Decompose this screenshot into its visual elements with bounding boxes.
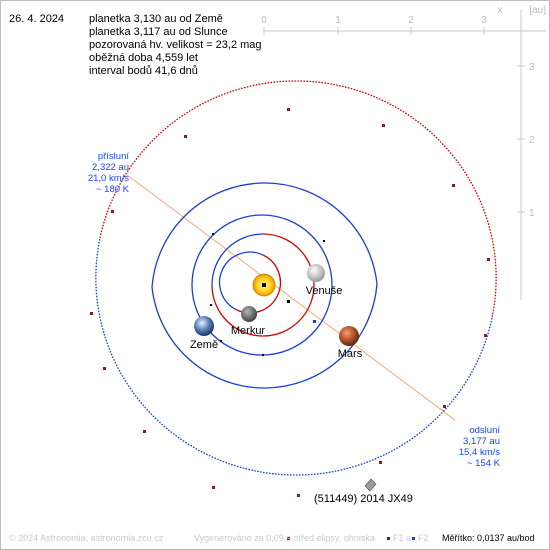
mars-orbit-blue-arc	[151, 283, 378, 389]
info-line-distance-sun: planetka 3,117 au od Slunce	[89, 26, 228, 38]
asteroid-icon	[364, 478, 377, 492]
asteroid-orbit-red-arc	[99, 80, 497, 319]
asteroid-label: (511449) 2014 JX49	[314, 493, 413, 505]
mercury-icon	[241, 306, 257, 322]
legend-f1-text: F1 a	[393, 533, 412, 543]
venus-orbit-red-arc	[211, 233, 315, 337]
x-tick-label: 1	[335, 15, 341, 26]
asteroid-position-markers	[90, 108, 490, 497]
legend-f2-marker	[412, 537, 415, 540]
earth-label: Země	[190, 339, 218, 351]
y-tick-label: 3	[529, 62, 535, 73]
info-line-magnitude: pozorovaná hv. velikost = 23,2 mag	[89, 39, 262, 51]
y-tick-label: 2	[529, 135, 535, 146]
venus-icon	[307, 264, 325, 282]
inner-orbit-markers	[210, 233, 325, 356]
venus-orbit-blue-arc	[211, 233, 265, 287]
x-axis: 0 1 2 3 x [au]	[261, 5, 546, 35]
perihelion-speed: 21,0 km/s	[87, 173, 129, 184]
perihelion-distance: 2,322 au	[92, 162, 129, 173]
perihelion-temperature: ~ 180 K	[95, 184, 129, 195]
x-axis-label: x	[498, 5, 503, 16]
mars-icon	[339, 326, 359, 346]
x-tick-label: 2	[408, 15, 414, 26]
generated-time-text: Vygenerováno za 0,09 s	[194, 533, 291, 543]
legend-f2-text: F2	[418, 533, 429, 543]
y-tick-label: 1	[529, 208, 535, 219]
perihelion-title: přísluní	[97, 151, 129, 162]
mercury-label: Merkur	[231, 325, 266, 337]
info-line-period: oběžná doba 4,559 let	[89, 52, 198, 64]
apsidal-line	[126, 174, 456, 421]
aphelion-label: odsluní 3,177 au 15,4 km/s ~ 154 K	[459, 425, 500, 469]
aphelion-speed: 15,4 km/s	[458, 447, 500, 458]
legend-f1-marker	[387, 537, 390, 540]
ellipse-center-marker	[313, 320, 316, 323]
legend-center-marker	[287, 537, 290, 540]
info-line-distance-earth: planetka 3,130 au od Země	[89, 13, 223, 25]
venus-label: Venuše	[306, 285, 343, 297]
x-tick-label: 0	[261, 15, 267, 26]
sun-icon	[252, 273, 276, 297]
info-line-interval: interval bodů 41,6 dnů	[89, 65, 198, 77]
copyright-text: © 2024 Astronomia, astronomia.zcu.cz	[9, 533, 164, 543]
scale-text: Měřítko: 0,0137 au/bod	[442, 533, 535, 543]
earth-icon	[194, 316, 214, 336]
legend-center-foci-text: střed elipsy, ohniska	[294, 533, 375, 543]
info-block: planetka 3,130 au od Země planetka 3,117…	[89, 13, 262, 78]
mars-label: Mars	[338, 348, 363, 360]
axis-unit-label: [au]	[529, 5, 546, 16]
asteroid-orbit-blue-arc	[95, 237, 493, 476]
mars-orbit-red-arc	[151, 182, 378, 288]
y-axis: 3 2 1	[517, 10, 535, 300]
mercury-orbit-blue-arc	[219, 251, 264, 311]
aphelion-distance: 3,177 au	[463, 436, 500, 447]
aphelion-temperature: ~ 154 K	[466, 458, 500, 469]
x-tick-label: 3	[481, 15, 487, 26]
perihelion-label: přísluní 2,322 au 21,0 km/s ~ 180 K	[88, 151, 129, 195]
date-label: 26. 4. 2024	[9, 13, 65, 25]
aphelion-title: odsluní	[469, 425, 500, 436]
